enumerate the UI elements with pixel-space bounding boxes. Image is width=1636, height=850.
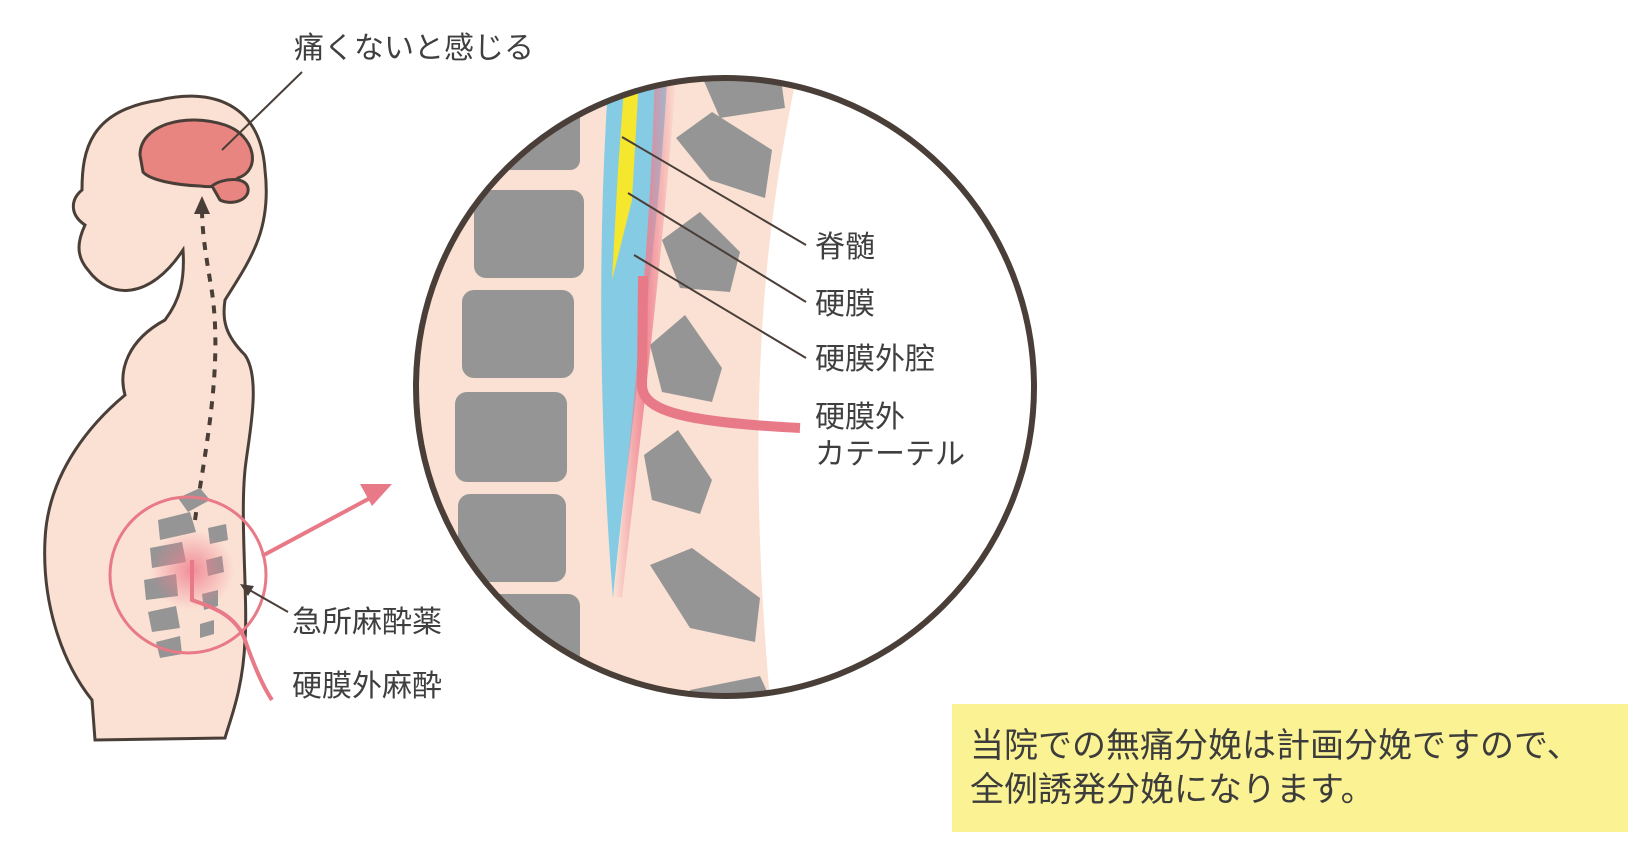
- zoom-source-circle: [108, 495, 268, 655]
- body-catheter: [190, 560, 274, 702]
- zoom-arrow-line: [261, 495, 373, 558]
- note-line-2: 全例誘発分娩になります。: [970, 770, 1375, 810]
- epidural-space-leader-line: [633, 254, 807, 359]
- zoom-view: [416, 78, 1034, 696]
- catheter-label-line2: カテーテル: [815, 437, 965, 472]
- dura-layer: [612, 78, 640, 280]
- dura-label: 硬膜: [815, 287, 875, 322]
- epidural-anesthesia-label: 硬膜外麻酔: [292, 669, 442, 704]
- spinal-cord-leader-line: [621, 136, 807, 246]
- note-box: 当院での無痛分娩は計画分娩ですので、 全例誘発分娩になります。: [952, 704, 1628, 832]
- signal-arrowhead: [194, 196, 210, 214]
- dura-leader-line: [627, 192, 807, 303]
- zoom-arrowhead: [360, 484, 392, 506]
- brain-icon: [138, 118, 254, 189]
- note-line-1: 当院での無痛分娩は計画分娩ですので、: [970, 726, 1581, 766]
- brain-label: 痛くないと感じる: [294, 31, 534, 66]
- brain-leader-line: [221, 71, 303, 151]
- spinal-cord-label: 脊髄: [815, 230, 875, 265]
- anesthetic-arrowhead: [240, 584, 254, 596]
- anesthetic-leader-line: [245, 587, 289, 613]
- zoom-circle-border: [413, 75, 1037, 699]
- epidural-space-label: 硬膜外腔: [815, 342, 935, 377]
- local-anesthetic-label: 急所麻酔薬: [292, 605, 442, 640]
- cerebellum-icon: [210, 178, 250, 204]
- catheter-label-line1: 硬膜外: [815, 400, 905, 435]
- epidural-catheter: [636, 275, 801, 433]
- signal-arrow: [193, 207, 218, 521]
